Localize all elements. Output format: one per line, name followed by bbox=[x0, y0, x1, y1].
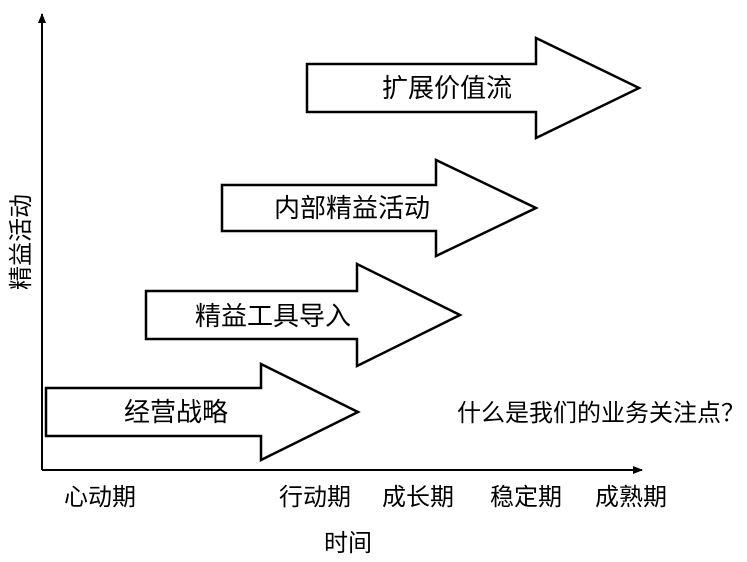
stage-arrow-1 bbox=[44, 361, 361, 463]
x-axis-label: 时间 bbox=[324, 529, 372, 557]
stage-arrow-2 bbox=[144, 261, 463, 369]
stage-arrow-3 bbox=[220, 158, 539, 258]
stage-label-1: 经营战略 bbox=[124, 398, 228, 428]
stage-label-4: 扩展价值流 bbox=[382, 74, 512, 104]
question-text: 什么是我们的业务关注点？ bbox=[457, 399, 745, 427]
y-axis-label: 精益活动 bbox=[7, 194, 35, 290]
stage-arrow-4 bbox=[305, 36, 642, 140]
phase-label-2: 行动期 bbox=[279, 483, 351, 511]
stage-label-2: 精益工具导入 bbox=[195, 302, 351, 332]
phase-label-4: 稳定期 bbox=[490, 483, 562, 511]
phase-label-5: 成熟期 bbox=[595, 483, 667, 511]
phase-label-3: 成长期 bbox=[382, 483, 454, 511]
phase-label-1: 心动期 bbox=[64, 483, 136, 511]
stage-label-3: 内部精益活动 bbox=[274, 194, 430, 224]
